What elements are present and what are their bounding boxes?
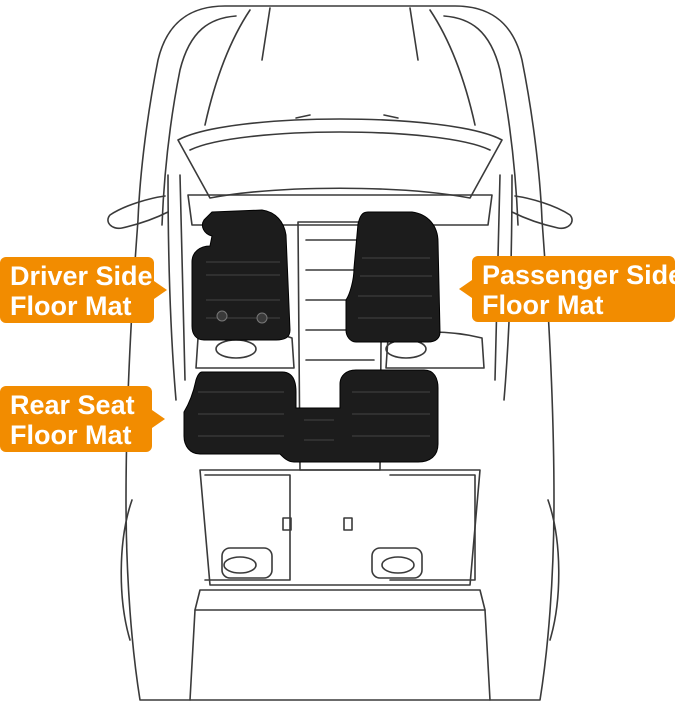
rear-seat-area [199, 469, 481, 586]
passenger-label-line1: Passenger Side [482, 260, 679, 290]
car-body-outline [125, 5, 555, 701]
driver-label-line1: Driver Side [10, 261, 153, 291]
rear-label-line2: Floor Mat [10, 420, 132, 450]
left-mirror [107, 195, 169, 230]
passenger-label-line2: Floor Mat [482, 290, 604, 320]
dashboard [187, 194, 493, 226]
driver-label-line2: Floor Mat [10, 291, 132, 321]
rear-seat-floor-mat-label: Rear Seat Floor Mat [0, 386, 165, 452]
passenger-side-floor-mat-label: Passenger Side Floor Mat [459, 256, 679, 322]
driver-side-floor-mat-label: Driver Side Floor Mat [0, 257, 167, 323]
rear-label-line1: Rear Seat [10, 390, 135, 420]
rear-floor-mat [183, 369, 439, 463]
right-mirror [511, 195, 573, 230]
passenger-floor-mat [345, 211, 441, 343]
windshield [177, 118, 503, 199]
